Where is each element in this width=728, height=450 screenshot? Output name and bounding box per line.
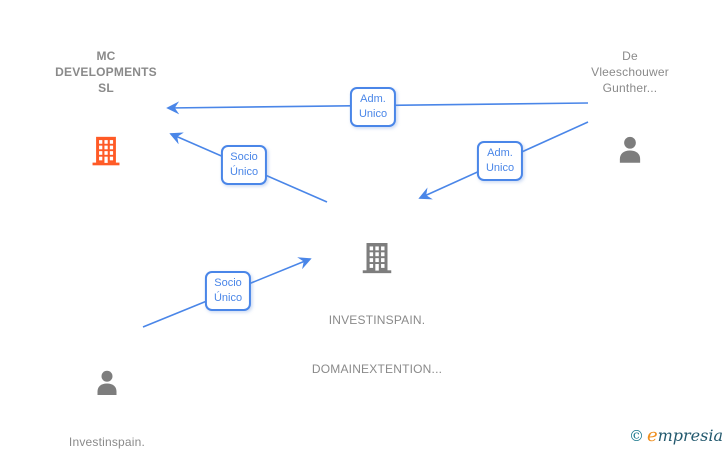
empresia-logo-initial: e: [646, 425, 658, 446]
node-investinspain-bvba[interactable]: Investinspain. xx Bvba: [27, 336, 187, 450]
building-icon: [297, 224, 457, 292]
node-investinspain[interactable]: INVESTINSPAIN. DOMAINEXTENTION...: [297, 208, 457, 393]
node-mc-developments[interactable]: MC DEVELOPMENTS SL: [26, 32, 186, 200]
edge-label-socio-unico-1: Socio Único: [220, 145, 268, 185]
node-investinspain-bvba-label: Investinspain. xx Bvba: [68, 435, 146, 449]
building-icon: [26, 118, 186, 184]
node-de-vleeschouwer-label: De Vleeschouwer Gunther...: [591, 49, 669, 95]
node-investinspain-subtitle: DOMAINEXTENTION...: [311, 362, 443, 376]
person-icon: [27, 352, 187, 414]
edge-label-adm-unico-2: Adm. Unico: [476, 141, 524, 181]
node-investinspain-label: INVESTINSPAIN.: [328, 313, 426, 327]
edge-label-socio-unico-2: Socio Único: [204, 271, 252, 311]
empresia-logo: ©empresia: [629, 426, 723, 446]
empresia-logo-text: mpresia: [657, 426, 723, 445]
edge-label-adm-unico-1: Adm. Unico: [349, 87, 397, 127]
node-mc-developments-label: MC DEVELOPMENTS SL: [55, 49, 157, 95]
node-de-vleeschouwer[interactable]: De Vleeschouwer Gunther...: [550, 32, 710, 198]
person-icon: [550, 118, 710, 182]
copyright-icon: ©: [628, 427, 644, 445]
